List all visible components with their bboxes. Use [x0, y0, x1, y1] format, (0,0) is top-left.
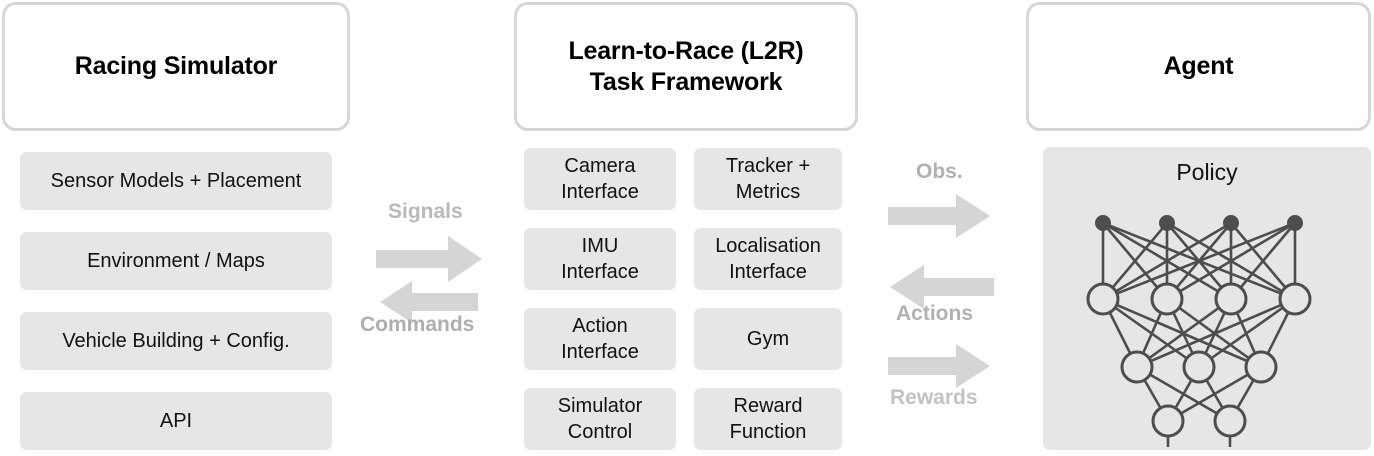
- tile-label: Action Interface: [561, 313, 639, 366]
- tile-vehicle-building: Vehicle Building + Config.: [20, 312, 332, 370]
- l2r-title-line-1: Learn-to-Race (L2R): [568, 37, 804, 65]
- tile-line-2: Function: [729, 421, 807, 443]
- network-output-nodes: [1151, 404, 1247, 438]
- tile-camera-interface: Camera Interface: [524, 148, 676, 210]
- tile-label: Sensor Models + Placement: [50, 169, 302, 192]
- l2r-title-line-2: Task Framework: [589, 67, 783, 96]
- neural-network-icon: [1086, 215, 1312, 447]
- tile-line-2: Control: [567, 421, 633, 443]
- signals-label: Signals: [388, 200, 463, 223]
- tile-line-1: Reward: [733, 394, 803, 417]
- tile-line-1: Localisation: [715, 234, 821, 257]
- racing-simulator-header: Racing Simulator: [2, 2, 350, 131]
- agent-title: Agent: [1163, 52, 1234, 81]
- tile-label: Reward Function: [730, 393, 807, 446]
- network-hidden-nodes-2: [1120, 350, 1278, 384]
- obs-arrow-right-icon: [888, 194, 990, 238]
- tile-label: Tracker + Metrics: [726, 153, 810, 206]
- agent-header: Agent: [1026, 2, 1371, 131]
- tile-localisation-interface: Localisation Interface: [694, 228, 842, 290]
- tile-gym: Gym: [694, 308, 842, 370]
- obs-label: Obs.: [916, 160, 963, 183]
- signals-arrow-right-icon: [376, 236, 482, 282]
- l2r-framework-title: Learn-to-Race (L2R) Task Framework: [568, 36, 803, 97]
- tile-label: Simulator Control: [558, 393, 642, 446]
- rewards-arrow-right-icon: [888, 344, 990, 388]
- network-hidden-nodes-1: [1086, 282, 1312, 316]
- tile-line-1: IMU: [581, 234, 619, 257]
- tile-reward-function: Reward Function: [694, 388, 842, 450]
- tile-label: Environment / Maps: [87, 249, 265, 272]
- tile-label: IMU Interface: [561, 233, 639, 286]
- tile-sensor-models: Sensor Models + Placement: [20, 152, 332, 210]
- l2r-framework-header: Learn-to-Race (L2R) Task Framework: [514, 2, 858, 131]
- commands-label: Commands: [360, 313, 475, 336]
- tile-line-1: Action: [572, 314, 628, 337]
- commands-arrow-left-icon: [380, 281, 478, 323]
- tile-label: Localisation Interface: [715, 233, 821, 286]
- tile-line-2: Interface: [561, 181, 639, 203]
- tile-label: Vehicle Building + Config.: [62, 329, 290, 352]
- agent-interface-arrows: Obs. Actions Rewards: [886, 160, 1016, 428]
- policy-panel: Policy: [1043, 147, 1371, 450]
- tile-label: Camera Interface: [561, 153, 639, 206]
- tile-api: API: [20, 392, 332, 450]
- tile-line-1: Simulator: [557, 394, 643, 417]
- tile-line-2: Interface: [561, 341, 639, 363]
- policy-title: Policy: [1176, 159, 1238, 185]
- network-input-nodes: [1095, 215, 1303, 231]
- tile-imu-interface: IMU Interface: [524, 228, 676, 290]
- tile-label: Gym: [746, 327, 790, 350]
- tile-label: API: [159, 409, 193, 432]
- rewards-label: Rewards: [890, 386, 978, 409]
- tile-line-2: Interface: [729, 261, 807, 283]
- actions-arrow-left-icon: [890, 265, 994, 309]
- tile-line-2: Interface: [561, 261, 639, 283]
- racing-simulator-title: Racing Simulator: [74, 52, 278, 81]
- tile-tracker-metrics: Tracker + Metrics: [694, 148, 842, 210]
- tile-line-2: Metrics: [735, 181, 801, 203]
- tile-simulator-control: Simulator Control: [524, 388, 676, 450]
- tile-environment-maps: Environment / Maps: [20, 232, 332, 290]
- tile-line-1: Tracker +: [725, 154, 811, 177]
- actions-label: Actions: [896, 302, 974, 325]
- signals-commands-arrows: Signals Commands: [360, 200, 497, 345]
- tile-line-1: Camera: [564, 154, 636, 177]
- tile-action-interface: Action Interface: [524, 308, 676, 370]
